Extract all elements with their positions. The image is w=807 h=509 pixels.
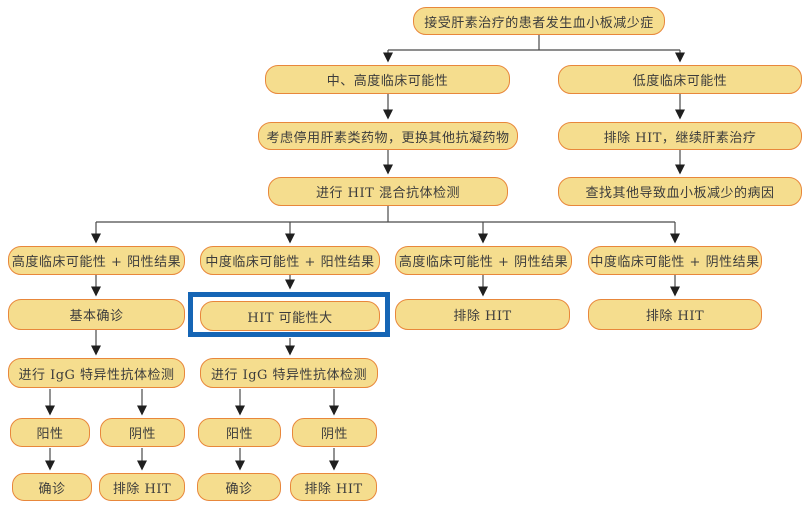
node-igg-specific-test-1: 进行 IgG 特异性抗体检测 xyxy=(8,358,185,388)
node-high-prob-negative: 高度临床可能性 + 阴性结果 xyxy=(395,246,572,275)
node-mid-prob-negative: 中度临床可能性 + 阴性结果 xyxy=(588,246,762,275)
node-find-other-causes: 查找其他导致血小板减少的病因 xyxy=(558,177,802,206)
node-mid-prob-positive: 中度临床可能性 + 阳性结果 xyxy=(200,246,380,275)
node-negative-1: 阴性 xyxy=(100,418,185,447)
node-confirmed-1: 确诊 xyxy=(12,473,92,501)
node-high-prob-positive: 高度临床可能性 + 阳性结果 xyxy=(8,246,185,275)
node-positive-2: 阳性 xyxy=(198,418,281,447)
highlight-box xyxy=(188,292,390,337)
node-exclude-hit-3: 排除 HIT xyxy=(395,299,570,330)
node-confirmed-2: 确诊 xyxy=(197,473,281,501)
node-positive-1: 阳性 xyxy=(10,418,90,447)
node-stop-heparin-switch-anticoagulant: 考虑停用肝素类药物，更换其他抗凝药物 xyxy=(258,122,518,150)
node-exclude-hit-4: 排除 HIT xyxy=(588,299,762,330)
node-low-clinical-probability: 低度临床可能性 xyxy=(558,65,802,94)
node-exclude-hit-5: 排除 HIT xyxy=(99,473,185,501)
node-hit-mixed-antibody-test: 进行 HIT 混合抗体检测 xyxy=(268,177,508,206)
node-hit-likely: HIT 可能性大 xyxy=(200,301,380,331)
node-basically-confirmed: 基本确诊 xyxy=(8,299,185,330)
node-exclude-hit-continue-heparin: 排除 HIT，继续肝素治疗 xyxy=(558,122,802,150)
node-negative-2: 阴性 xyxy=(292,418,377,447)
node-heparin-thrombocytopenia: 接受肝素治疗的患者发生血小板减少症 xyxy=(413,7,665,35)
node-mid-high-clinical-probability: 中、高度临床可能性 xyxy=(265,65,510,94)
node-igg-specific-test-2: 进行 IgG 特异性抗体检测 xyxy=(200,358,378,388)
node-exclude-hit-6: 排除 HIT xyxy=(290,473,377,501)
